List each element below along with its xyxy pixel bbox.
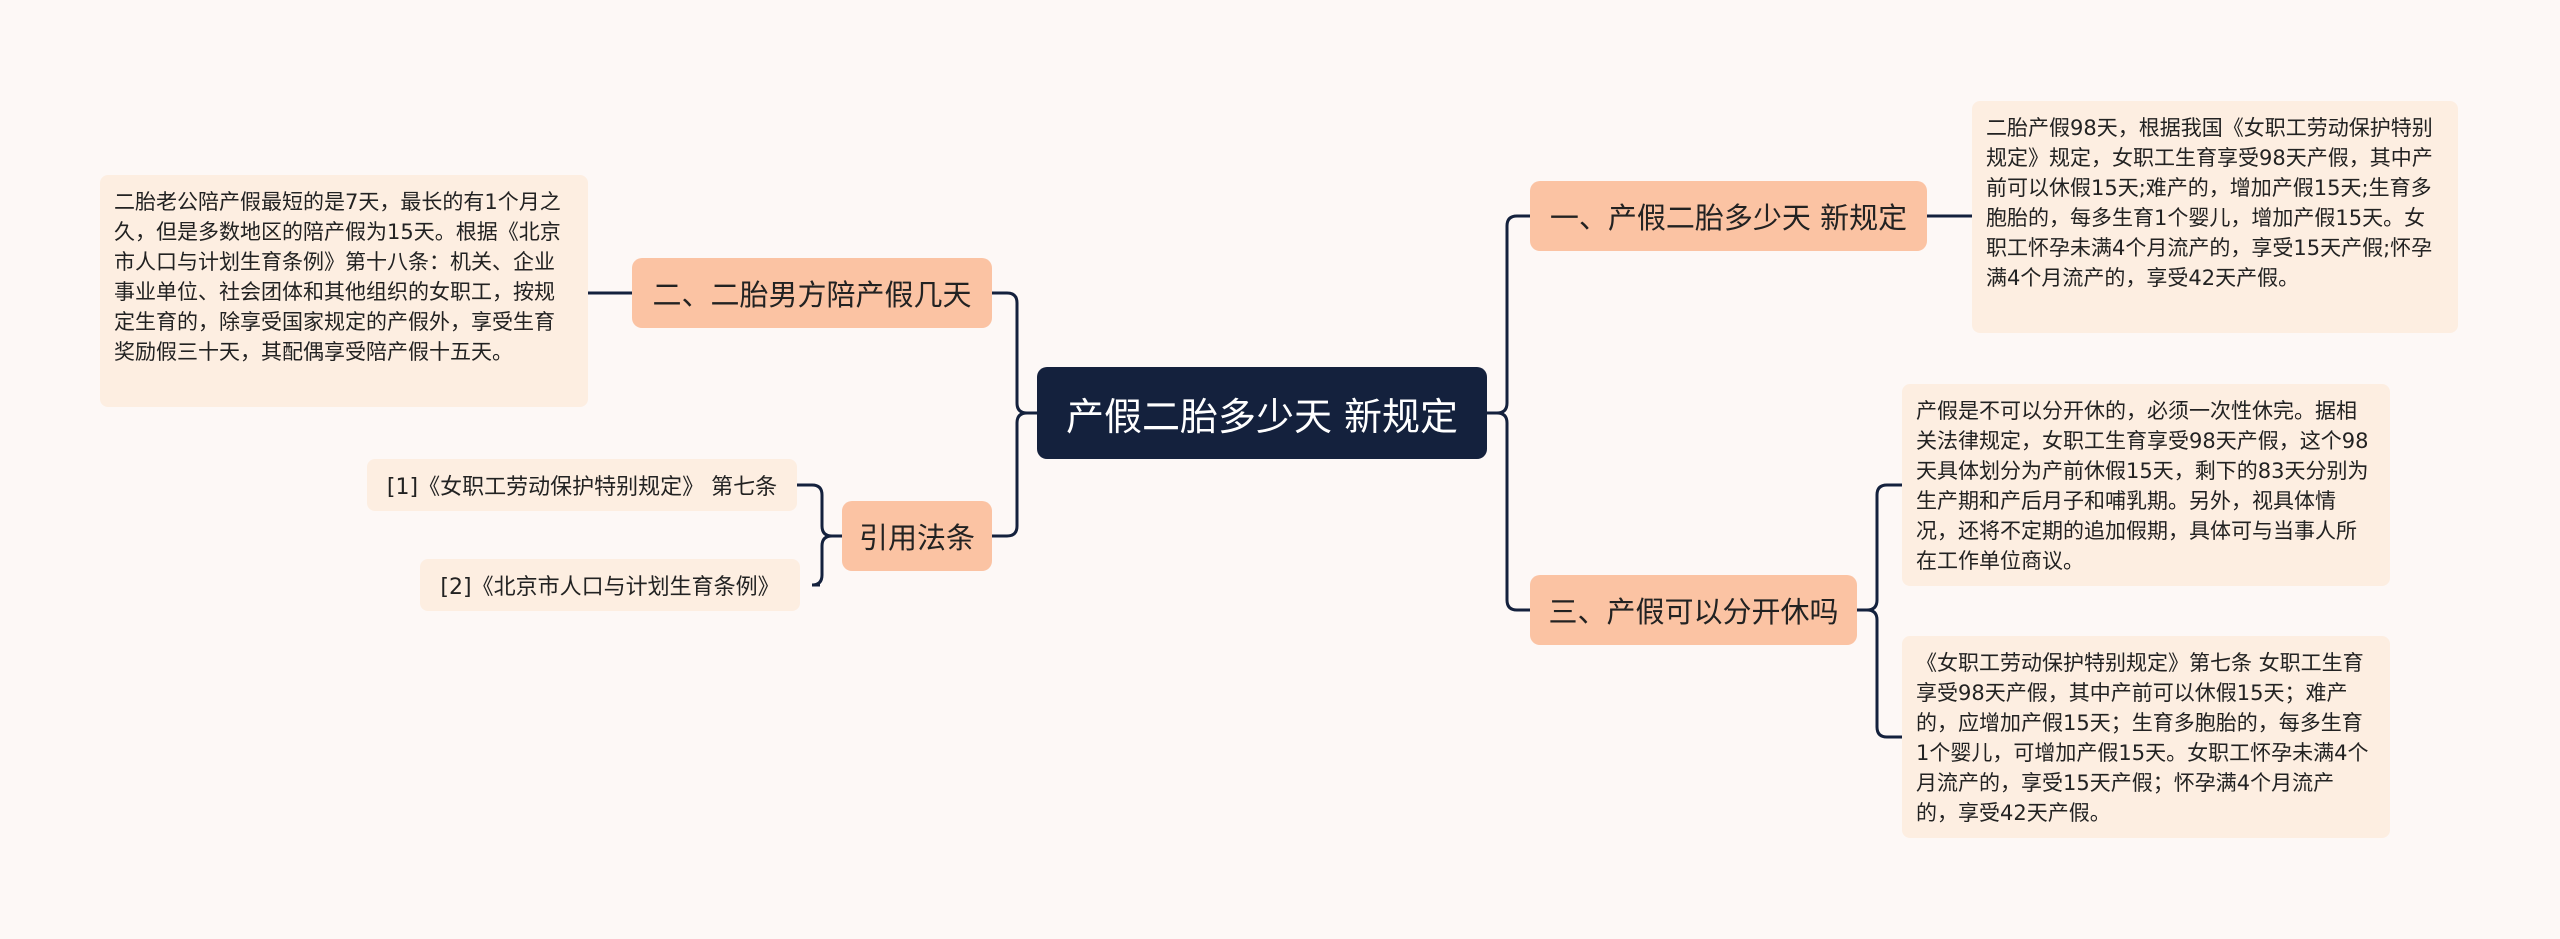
- branch-paternity-leave[interactable]: 二、二胎男方陪产假几天: [632, 258, 992, 328]
- root-topic-label: 产假二胎多少天 新规定: [1065, 394, 1459, 439]
- leaf-regulation-article-7[interactable]: 《女职工劳动保护特别规定》第七条 女职工生育享受98天产假，其中产前可以休假15…: [1902, 636, 2390, 838]
- link-root-b1: [1487, 214, 1530, 415]
- link-b4-ref1: [797, 483, 842, 538]
- leaf-split-leave-detail[interactable]: 产假是不可以分开休的，必须一次性休完。据相关法律规定，女职工生育享受98天产假，…: [1902, 384, 2390, 586]
- link-root-b3: [1487, 411, 1530, 612]
- leaf-paternity-leave-detail[interactable]: 二胎老公陪产假最短的是7天，最长的有1个月之久，但是多数地区的陪产假为15天。根…: [100, 175, 588, 407]
- leaf-maternity-days-detail[interactable]: 二胎产假98天，根据我国《女职工劳动保护特别规定》规定，女职工生育享受98天产假…: [1972, 101, 2458, 333]
- leaf-text: 二胎产假98天，根据我国《女职工劳动保护特别规定》规定，女职工生育享受98天产假…: [1986, 116, 2433, 290]
- ref-text: [1]《女职工劳动保护特别规定》 第七条: [386, 475, 778, 500]
- leaf-text: 《女职工劳动保护特别规定》第七条 女职工生育享受98天产假，其中产前可以休假15…: [1916, 651, 2369, 825]
- branch-label: 引用法条: [858, 521, 975, 555]
- link-root-b2: [992, 291, 1037, 415]
- ref-item-1[interactable]: [1]《女职工劳动保护特别规定》 第七条: [367, 459, 797, 511]
- branch-maternity-days[interactable]: 一、产假二胎多少天 新规定: [1530, 181, 1927, 251]
- leaf-text: 二胎老公陪产假最短的是7天，最长的有1个月之久，但是多数地区的陪产假为15天。根…: [114, 190, 561, 364]
- ref-item-2[interactable]: [2]《北京市人口与计划生育条例》: [420, 559, 800, 611]
- branch-label: 一、产假二胎多少天 新规定: [1549, 201, 1908, 235]
- branch-label: 三、产假可以分开休吗: [1548, 595, 1839, 629]
- branch-split-leave[interactable]: 三、产假可以分开休吗: [1530, 575, 1857, 645]
- link-b4-ref2: [811, 534, 842, 587]
- branch-cited-laws[interactable]: 引用法条: [842, 501, 992, 571]
- leaf-text: 产假是不可以分开休的，必须一次性休完。据相关法律规定，女职工生育享受98天产假，…: [1916, 399, 2369, 573]
- root-topic[interactable]: 产假二胎多少天 新规定: [1037, 367, 1487, 459]
- link-root-b4: [992, 411, 1037, 538]
- ref-text: [2]《北京市人口与计划生育条例》: [440, 575, 780, 600]
- link-b3-detail1: [1857, 483, 1902, 612]
- branch-label: 二、二胎男方陪产假几天: [652, 278, 972, 312]
- link-b3-detail2: [1857, 608, 1902, 739]
